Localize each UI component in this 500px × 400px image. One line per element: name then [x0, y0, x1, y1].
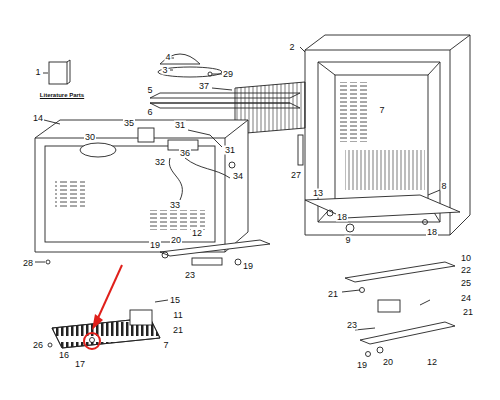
callout-number: 19: [149, 241, 161, 250]
callout-number: 12: [191, 229, 203, 238]
callout-number: 30: [84, 133, 96, 142]
callout-number: 20: [382, 358, 394, 367]
callout-number: 33: [169, 201, 181, 210]
callout-number: 23: [346, 321, 358, 330]
callout-number: 5: [146, 86, 153, 95]
callout-number: 11: [172, 311, 183, 320]
callout-number: 31: [174, 121, 186, 130]
literature-label: Literature Parts: [39, 92, 85, 98]
callout-number: 1: [34, 68, 41, 77]
callout-number: 10: [460, 254, 472, 263]
callout-number: 22: [460, 266, 472, 275]
callout-number: 21: [462, 308, 474, 317]
callout-number: 37: [198, 82, 210, 91]
callout-number: 29: [222, 70, 234, 79]
callout-number: 12: [426, 358, 438, 367]
callout-number: 18: [426, 228, 438, 237]
callout-number: 9: [344, 236, 351, 245]
callout-number: 23: [184, 271, 196, 280]
callout-number: 21: [172, 326, 184, 335]
callout-number: 21: [327, 290, 339, 299]
callout-number: 28: [22, 259, 34, 268]
callout-number: 34: [232, 172, 244, 181]
callout-number: 24: [460, 294, 472, 303]
callout-number: 36: [179, 149, 191, 158]
callout-number: 32: [154, 158, 166, 167]
callout-number: 2: [288, 43, 295, 52]
callout-number: 15: [169, 296, 181, 305]
callout-number: 19: [356, 361, 368, 370]
callout-number: 17: [74, 360, 86, 369]
callout-number: 20: [170, 236, 182, 245]
callout-number: 19: [242, 262, 254, 271]
callout-number: 31: [224, 146, 236, 155]
callout-number: 16: [58, 351, 70, 360]
callout-number: 26: [32, 341, 44, 350]
callout-number: 35: [123, 119, 135, 128]
callout-number: 27: [290, 171, 302, 180]
callout-number: 6: [146, 108, 153, 117]
callout-number: 4: [164, 53, 171, 62]
callout-number: 25: [460, 279, 472, 288]
callout-number: 8: [440, 182, 447, 191]
callout-number: 3: [161, 66, 168, 75]
callout-number: 14: [32, 114, 44, 123]
callout-number: 18: [336, 213, 348, 222]
callout-number: 13: [312, 189, 324, 198]
callout-number: 7: [378, 106, 385, 115]
callout-number: 7: [162, 341, 169, 350]
